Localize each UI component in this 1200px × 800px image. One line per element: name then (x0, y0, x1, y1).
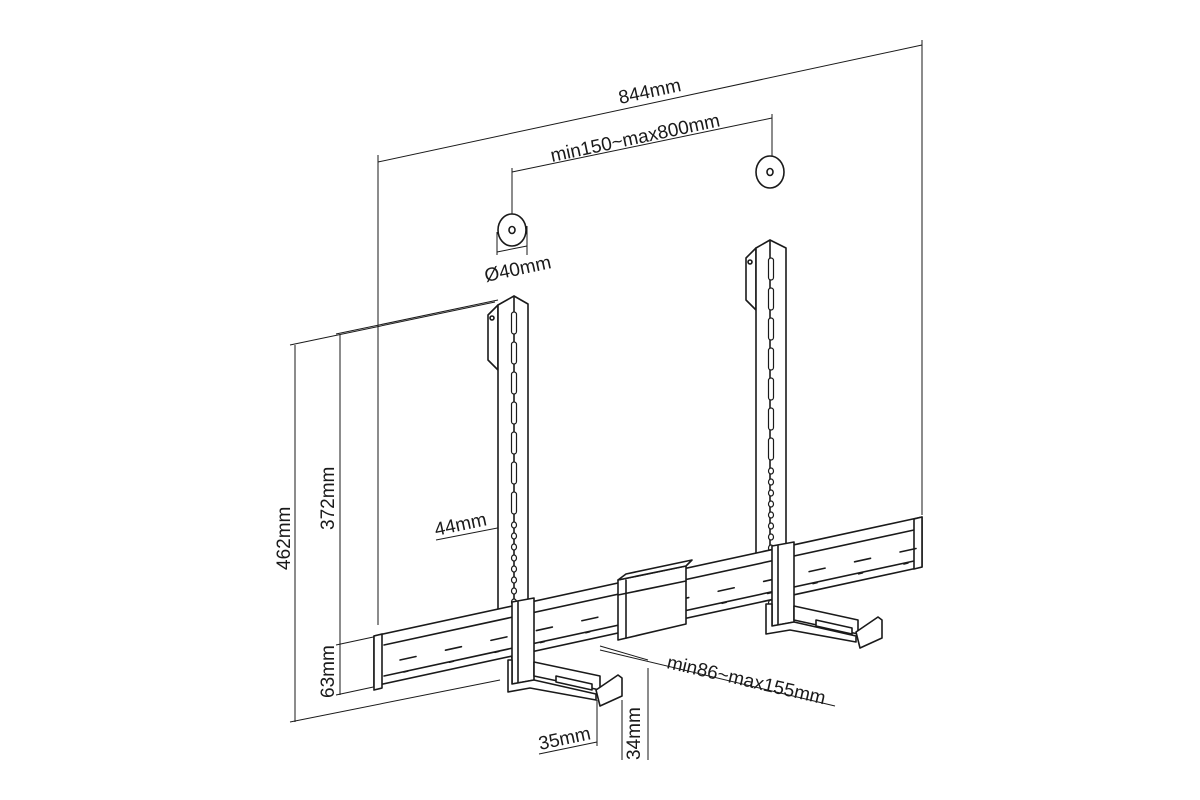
rail-hole (766, 591, 773, 595)
dimension-labels: 844mm min150~max800mm Ø40mm 462mm 372mm … (274, 75, 828, 760)
upright-right (745, 239, 787, 629)
upright-left-hole (510, 587, 518, 595)
label-spacing-range: min150~max800mm (549, 110, 722, 166)
rail-hole (857, 572, 864, 575)
upright-right-slot (767, 257, 775, 281)
upright-left-slot (510, 371, 518, 395)
label-upright-height: 372mm (318, 467, 339, 530)
rail-slot (399, 655, 417, 661)
upright-right-slot (767, 407, 775, 431)
shelf-arm-left (507, 597, 623, 707)
upright-left-slot (510, 341, 518, 365)
dimension-lines (289, 40, 923, 760)
upright-left-hole (510, 565, 518, 573)
upright-right-hole (767, 500, 775, 508)
rail-hole (721, 601, 727, 605)
label-upright-width: 44mm (433, 509, 489, 541)
rail-hole (812, 581, 818, 585)
center-coupler (617, 559, 693, 641)
upright-left (487, 295, 529, 683)
washer-right-icon (755, 155, 785, 189)
rail-hole (448, 660, 455, 663)
upright-left-slot (510, 461, 518, 485)
upright-right-slot (767, 317, 775, 341)
upright-right-hole (767, 533, 775, 541)
rail-slot (717, 586, 735, 593)
upright-right-slot (767, 347, 775, 371)
rail-hole (903, 562, 909, 565)
upright-left-hole (510, 543, 518, 551)
upright-right-slot (767, 377, 775, 401)
upright-left-slot (510, 401, 518, 425)
upright-right-hole (767, 522, 775, 530)
label-rail-height: 63mm (318, 645, 339, 698)
rail-slot (853, 557, 872, 563)
rail-hole (585, 630, 591, 634)
label-shelf-lip-height: 34mm (624, 707, 645, 760)
label-washer-diameter: Ø40mm (483, 252, 553, 287)
rail-slot (808, 567, 826, 573)
upright-left-hole (510, 521, 518, 529)
rail-hole (403, 670, 409, 673)
rail-hole (494, 650, 500, 654)
upright-right-hole (767, 511, 775, 519)
upright-right-hole (767, 478, 775, 486)
upright-left-hole (510, 576, 518, 584)
upright-right-hole (767, 467, 775, 475)
upright-left-slot (510, 431, 518, 455)
rail-slot (444, 645, 463, 651)
shelf-arm-right (765, 541, 883, 649)
rail-slot (490, 636, 508, 642)
washer-left-icon (497, 213, 527, 247)
upright-left-hole (510, 554, 518, 562)
upright-left-slot (510, 311, 518, 335)
label-overall-height: 462mm (274, 507, 295, 570)
upright-left-hole (510, 532, 518, 540)
upright-right-slot (767, 437, 775, 461)
upright-right-slot (767, 287, 775, 311)
upright-left-slot (510, 491, 518, 515)
label-shelf-lip-width: 35mm (537, 723, 593, 755)
rail-slot (581, 616, 599, 622)
rail-slot (899, 547, 917, 553)
rail-slot (535, 626, 554, 632)
label-shelf-depth-range: min86~max155mm (665, 652, 828, 709)
upright-right-hole (767, 489, 775, 497)
rail-hole (539, 640, 546, 644)
